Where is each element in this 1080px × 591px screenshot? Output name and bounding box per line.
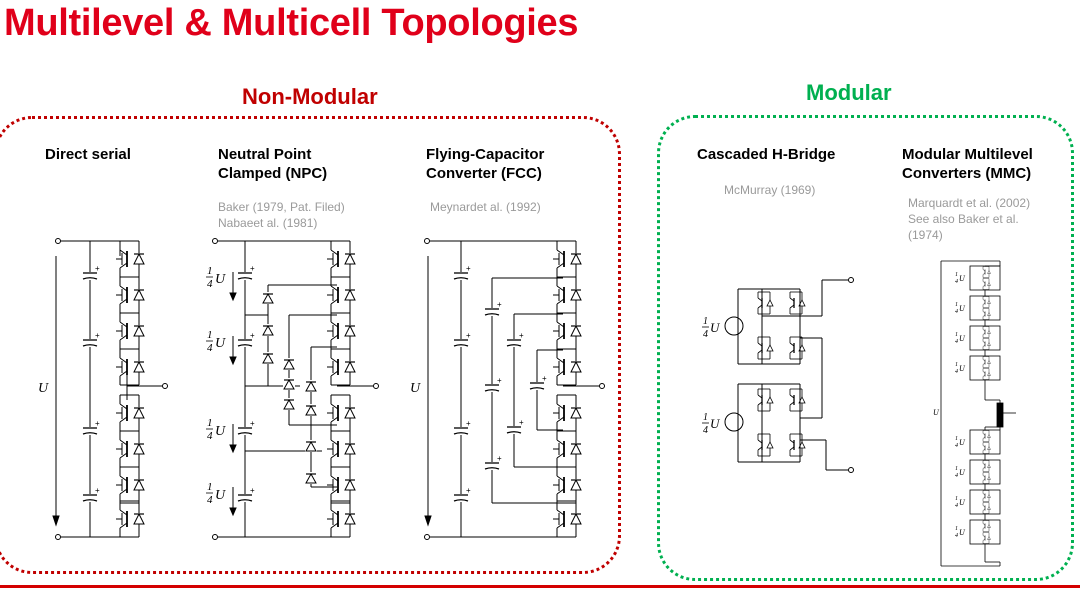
svg-text:4: 4 xyxy=(955,502,958,509)
npc-switches xyxy=(326,240,356,538)
svg-text:4: 4 xyxy=(955,278,958,285)
svg-text:U: U xyxy=(215,424,226,439)
svg-text:4: 4 xyxy=(207,430,213,442)
svg-text:U: U xyxy=(215,488,226,503)
chb-reference: McMurray (1969) xyxy=(724,183,816,197)
svg-text:4: 4 xyxy=(955,368,958,375)
mmc-ref-line1: Marquardt et al. (2002) xyxy=(908,196,1031,210)
svg-text:1: 1 xyxy=(955,302,958,308)
fcc-circuit xyxy=(424,238,605,540)
fcc-title: Flying-Capacitor Converter (FCC) xyxy=(426,145,544,183)
chb-title: Cascaded H-Bridge xyxy=(697,146,836,163)
npc-circuit xyxy=(212,238,379,540)
npc-ref-line1: Baker (1979, Pat. Filed) xyxy=(218,200,345,214)
svg-text:U: U xyxy=(959,438,966,447)
modular-frame xyxy=(657,115,1074,581)
fcc-reference: Meynardet al. (1992) xyxy=(430,200,541,214)
npc-ref-line2: Nabaeet al. (1981) xyxy=(218,216,318,230)
svg-text:1: 1 xyxy=(207,481,213,493)
svg-text:4: 4 xyxy=(955,472,958,479)
svg-text:U: U xyxy=(215,272,226,287)
chb-labels: 1 4 U 1 4 U xyxy=(702,316,721,436)
mmc-ref-line3: (1974) xyxy=(908,228,943,242)
svg-text:1: 1 xyxy=(955,362,958,368)
svg-text:U: U xyxy=(710,320,721,335)
direct-serial-circuit xyxy=(52,238,168,540)
npc-clamp-diodes xyxy=(262,292,317,484)
modular-heading: Modular xyxy=(806,80,892,105)
svg-text:4: 4 xyxy=(207,278,213,290)
fcc-title-line2: Converter (FCC) xyxy=(426,165,542,182)
direct-serial-caps xyxy=(82,263,101,502)
mmc-submodule-switches xyxy=(982,266,991,544)
svg-text:1: 1 xyxy=(955,272,958,278)
npc-caps xyxy=(237,263,256,502)
svg-text:4: 4 xyxy=(955,532,958,539)
npc-reference: Baker (1979, Pat. Filed) Nabaeet al. (19… xyxy=(218,199,345,231)
page-title: Multilevel & Multicell Topologies xyxy=(4,2,579,44)
svg-text:U: U xyxy=(959,498,966,507)
non-modular-frame xyxy=(0,116,621,574)
svg-text:4: 4 xyxy=(955,442,958,449)
svg-text:U: U xyxy=(959,334,966,343)
svg-text:U: U xyxy=(959,528,966,537)
svg-text:1: 1 xyxy=(207,265,213,277)
fcc-title-line1: Flying-Capacitor xyxy=(426,146,545,163)
svg-text:1: 1 xyxy=(955,496,958,502)
npc-title-line2: Clamped (NPC) xyxy=(218,165,328,182)
mmc-title: Modular Multilevel Converters (MMC) xyxy=(902,145,1033,183)
svg-text:1: 1 xyxy=(207,417,213,429)
npc-quarter-labels: 1 4 U 1 4 U 1 4 U 1 4 U xyxy=(206,265,226,506)
mmc-u-label: U xyxy=(933,408,940,417)
direct-serial-u-label: U xyxy=(38,381,49,396)
svg-text:4: 4 xyxy=(703,425,708,436)
svg-text:U: U xyxy=(959,304,966,313)
svg-text:U: U xyxy=(959,468,966,477)
svg-text:4: 4 xyxy=(955,338,958,345)
svg-text:1: 1 xyxy=(207,329,213,341)
mmc-title-line1: Modular Multilevel xyxy=(902,146,1033,163)
svg-text:4: 4 xyxy=(207,494,213,506)
svg-text:U: U xyxy=(959,274,966,283)
svg-text:1: 1 xyxy=(955,436,958,442)
svg-text:U: U xyxy=(215,336,226,351)
mmc-title-line2: Converters (MMC) xyxy=(902,165,1032,182)
svg-text:4: 4 xyxy=(955,308,958,315)
mmc-reference: Marquardt et al. (2002) See also Baker e… xyxy=(908,195,1030,243)
svg-text:4: 4 xyxy=(207,342,213,354)
npc-title-line1: Neutral Point xyxy=(218,146,312,163)
mmc-submodules xyxy=(969,265,1001,563)
non-modular-heading: Non-Modular xyxy=(242,84,378,109)
chb-switches xyxy=(757,291,806,457)
npc-title: Neutral Point Clamped (NPC) xyxy=(218,145,327,183)
svg-text:U: U xyxy=(710,416,721,431)
svg-text:1: 1 xyxy=(955,526,958,532)
svg-text:1: 1 xyxy=(703,412,708,423)
fcc-caps xyxy=(453,263,548,502)
svg-text:U: U xyxy=(959,364,966,373)
svg-text:1: 1 xyxy=(955,332,958,338)
bottom-rule xyxy=(0,585,1080,588)
svg-text:1: 1 xyxy=(955,466,958,472)
direct-serial-title: Direct serial xyxy=(45,146,131,163)
chb-circuit xyxy=(724,277,854,473)
svg-text:4: 4 xyxy=(703,329,708,340)
fcc-u-label: U xyxy=(410,381,421,396)
direct-serial-switches xyxy=(115,240,145,538)
fcc-switches xyxy=(552,240,582,538)
svg-text:1: 1 xyxy=(703,316,708,327)
mmc-quarter-labels: 1 4 U 1 4 U 1 4 U 1 4 U 1 4 U 1 4 U 1 4 … xyxy=(933,272,966,539)
mmc-ref-line2: See also Baker et al. xyxy=(908,212,1019,226)
